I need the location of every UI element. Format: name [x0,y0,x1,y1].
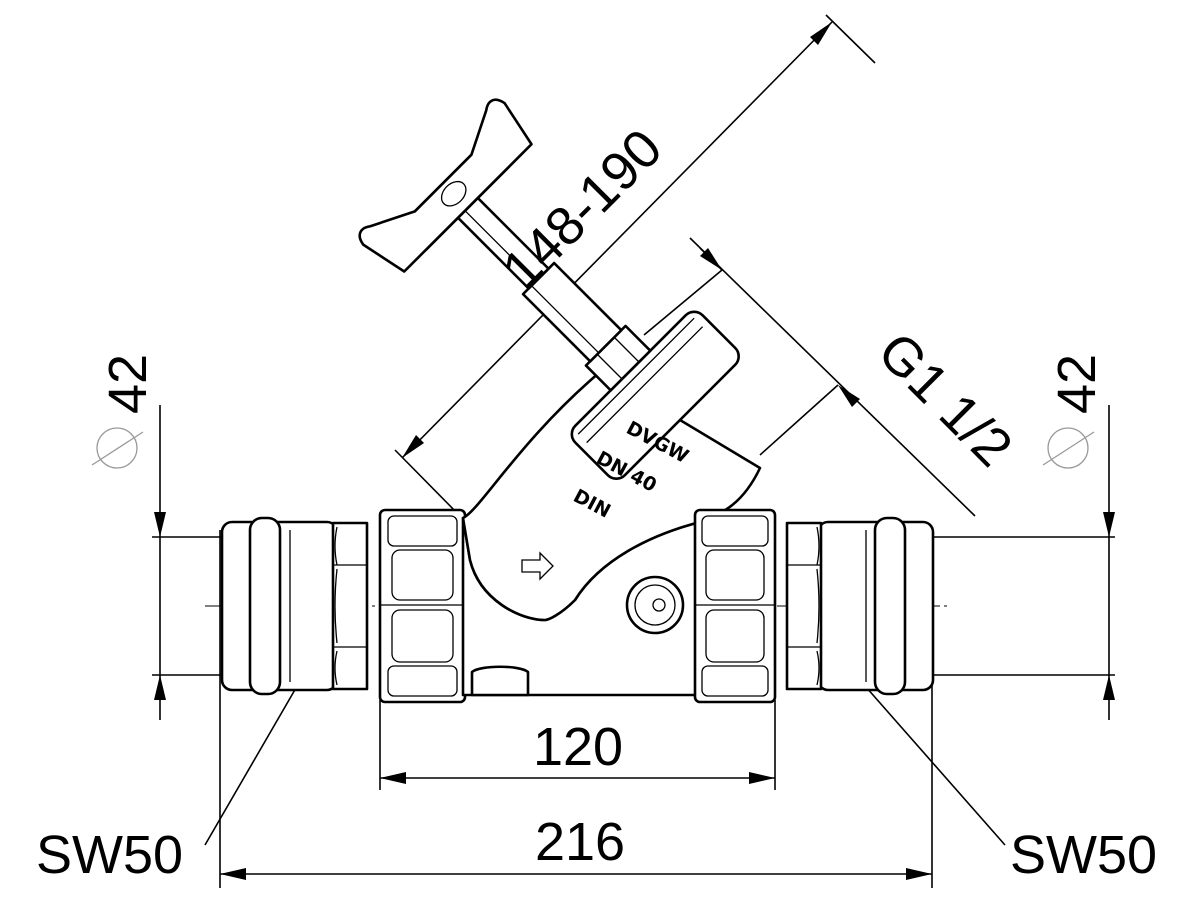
dim-left-diameter: 42 [98,354,158,414]
right-press-fitting [785,516,935,696]
dim-overall-length: 216 [535,812,625,872]
dim-left-wrench-size: SW50 [36,825,183,885]
bonnet-stem-assembly [358,98,740,480]
right-union-nut [693,508,777,704]
dim-body-length: 120 [533,717,623,777]
flow-arrow-icon [521,551,554,581]
left-press-fitting [220,516,369,696]
valve-body [461,370,762,697]
dim-right-wrench-size: SW50 [1010,825,1157,885]
dim-thread: G1 1/2 [867,321,1024,478]
diameter-symbol [91,427,1095,469]
dim-right-diameter: 42 [1047,354,1107,414]
left-union-nut [378,508,467,704]
